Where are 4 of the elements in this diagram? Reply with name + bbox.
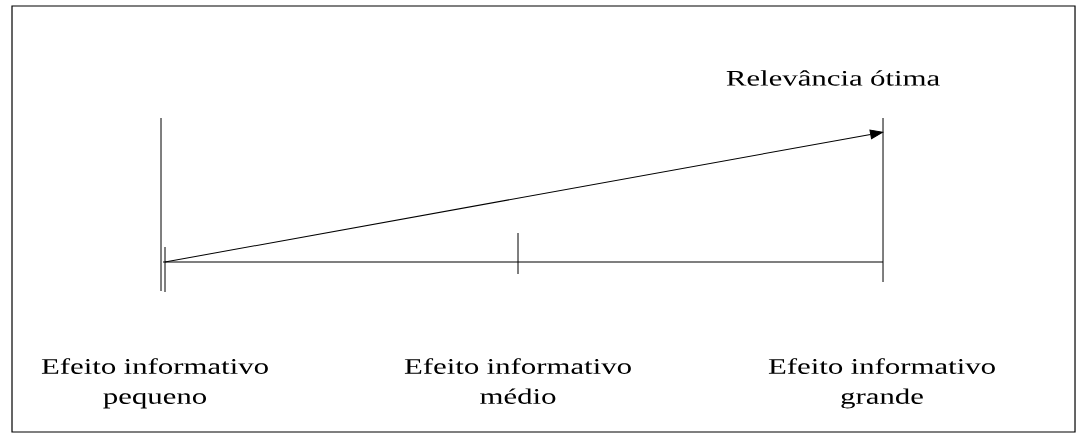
axis-label: Relevância ótima [726,70,940,86]
axis-label: Efeito informativo pequeno [41,358,268,409]
axis-label: Efeito informativo médio [404,358,631,404]
axis-label: Efeito informativo grande [768,358,995,409]
